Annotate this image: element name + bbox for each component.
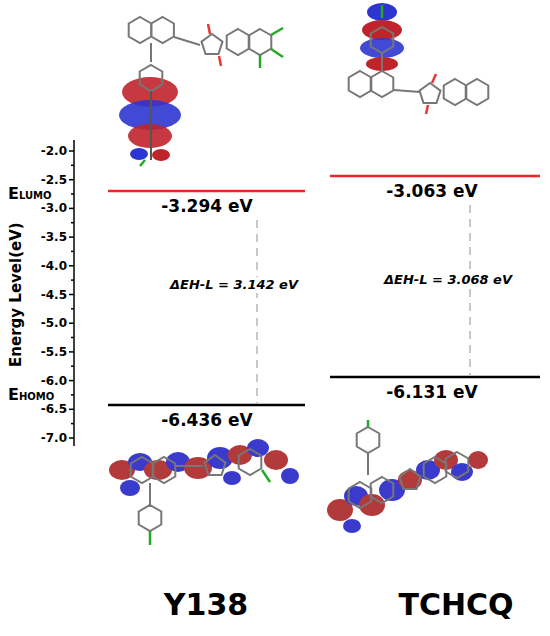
tick-label: -5.0: [41, 317, 67, 329]
energy-axis: [69, 140, 74, 446]
energy-value: -3.294 eV: [159, 197, 254, 217]
tick-label: -7.0: [41, 432, 67, 444]
gap-dashed-line: [256, 220, 258, 403]
homo-level: [108, 404, 305, 407]
tick-label: -4.5: [41, 289, 67, 301]
energy-value: -3.063 eV: [384, 182, 479, 202]
tick-label: -2.0: [41, 145, 67, 157]
axis-title: Energy Level(eV): [7, 223, 24, 368]
tchcq-lumo-orbital: [349, 3, 489, 114]
energy-value: -6.131 eV: [384, 383, 479, 403]
tick-label: -3.0: [41, 202, 67, 214]
tick-label: -6.0: [41, 375, 67, 387]
tick-label: -3.5: [41, 231, 67, 243]
tick-label: -2.5: [41, 174, 67, 186]
y138-homo-orbital: [109, 439, 299, 545]
tick-label: -4.0: [41, 260, 67, 272]
level-name: ELUMO: [8, 186, 52, 202]
tick-label: -5.5: [41, 346, 67, 358]
homo-level: [330, 376, 540, 379]
level-name: EHOMO: [8, 387, 54, 403]
tick-label: -6.5: [41, 403, 67, 415]
gap-dashed-line: [469, 205, 471, 375]
tchcq-homo-orbital: [327, 420, 488, 533]
band-gap-label: ΔEH-L = 3.068 eV: [381, 272, 515, 289]
y138-lumo-orbital: [119, 17, 283, 166]
molecule-name: Y138: [164, 588, 248, 623]
molecule-name: TCHCQ: [398, 588, 513, 623]
energy-value: -6.436 eV: [159, 411, 254, 431]
lumo-level: [108, 190, 305, 193]
lumo-level: [330, 175, 540, 178]
band-gap-label: ΔEH-L = 3.142 eV: [167, 277, 301, 294]
